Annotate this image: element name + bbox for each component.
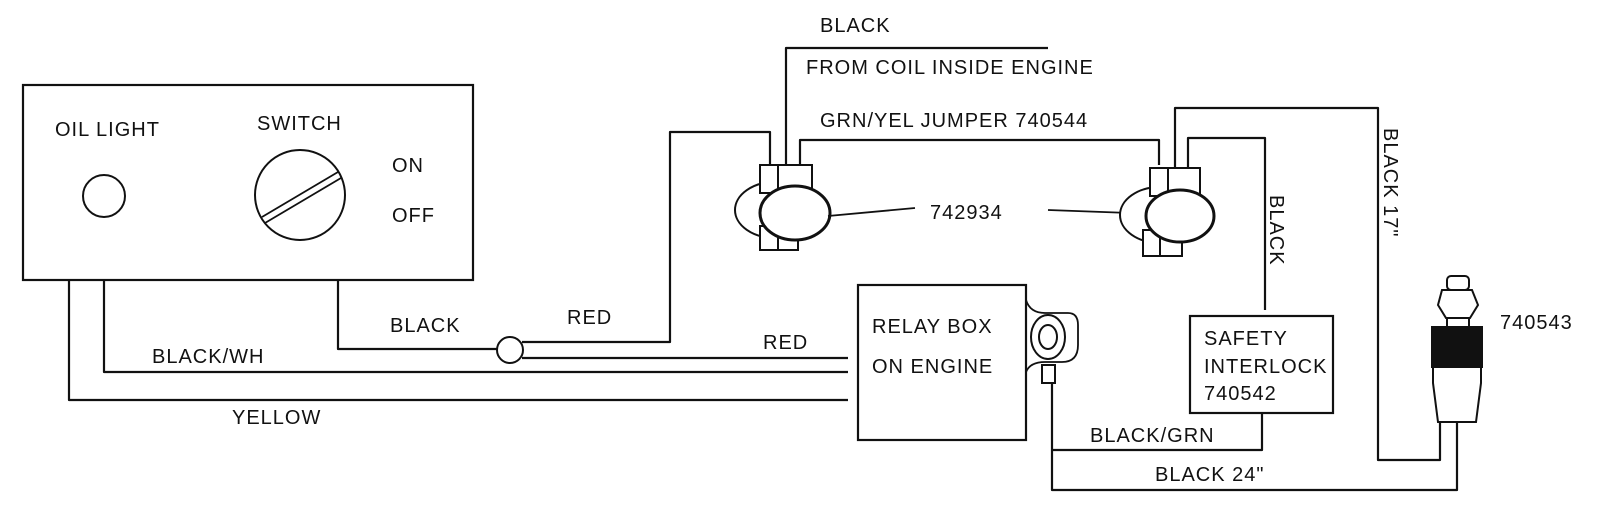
part-leader-right	[1047, 209, 1131, 214]
relay-box-line1: RELAY BOX	[872, 316, 993, 338]
black-wh-wire	[102, 280, 848, 374]
oil-light-icon	[82, 174, 126, 218]
red-upper-wire-label: RED	[567, 307, 612, 329]
black-grn-label: BLACK/GRN	[1090, 425, 1215, 447]
jumper-label: GRN/YEL JUMPER 740544	[820, 110, 1088, 132]
red-upper-wire	[522, 130, 772, 344]
safety-interlock-line1: SAFETY	[1204, 328, 1288, 350]
black-switch-wire-label: BLACK	[390, 315, 461, 337]
wire-junction-icon	[496, 336, 524, 364]
black-grn-wire	[1050, 383, 1264, 452]
black-vertical-label: BLACK	[1265, 195, 1287, 266]
coil-black-wire	[784, 46, 1048, 165]
black-24-wire	[1050, 420, 1459, 492]
spark-plug-icon	[1431, 275, 1483, 423]
switch-panel: OIL LIGHT SWITCH ON OFF	[21, 83, 475, 282]
safety-interlock-box	[1188, 314, 1335, 415]
switch-wires	[67, 130, 848, 402]
yellow-wire-label: YELLOW	[232, 407, 321, 429]
black-17-wire	[1173, 106, 1442, 462]
black-24-label: BLACK 24"	[1155, 464, 1265, 486]
grn-yel-jumper-wire	[798, 138, 1161, 165]
black-top-label: BLACK	[820, 15, 891, 37]
connector-part-number: 742934	[930, 202, 1003, 224]
safety-interlock-line2: INTERLOCK	[1204, 356, 1327, 378]
ignition-switch-icon	[254, 149, 346, 241]
safety-interlock-line3: 740542	[1204, 383, 1277, 405]
relay-box-rect	[856, 283, 1028, 442]
switch-label: SWITCH	[257, 113, 342, 135]
connector-right-icon	[1119, 167, 1216, 257]
switch-on-label: ON	[392, 155, 424, 177]
safety-interlock: SAFETY INTERLOCK 740542	[1188, 314, 1335, 415]
connector-left-icon	[734, 164, 832, 251]
yellow-wire	[67, 280, 848, 402]
oil-light-label: OIL LIGHT	[55, 119, 160, 141]
black-interlock-wire	[1186, 136, 1267, 310]
spark-plug-part-number: 740543	[1500, 312, 1573, 334]
from-coil-label: FROM COIL INSIDE ENGINE	[806, 57, 1094, 79]
relay-box: RELAY BOX ON ENGINE	[856, 283, 1079, 442]
black-switch-wire	[336, 280, 497, 351]
switch-off-label: OFF	[392, 205, 435, 227]
relay-terminal-bracket	[1025, 299, 1079, 373]
ring-terminal-icon	[1030, 314, 1066, 384]
part-leader-left	[827, 207, 916, 217]
relay-box-line2: ON ENGINE	[872, 356, 993, 378]
red-lower-wire-label: RED	[763, 332, 808, 354]
black-17-label: BLACK 17"	[1379, 128, 1401, 238]
black-wh-wire-label: BLACK/WH	[152, 346, 264, 368]
